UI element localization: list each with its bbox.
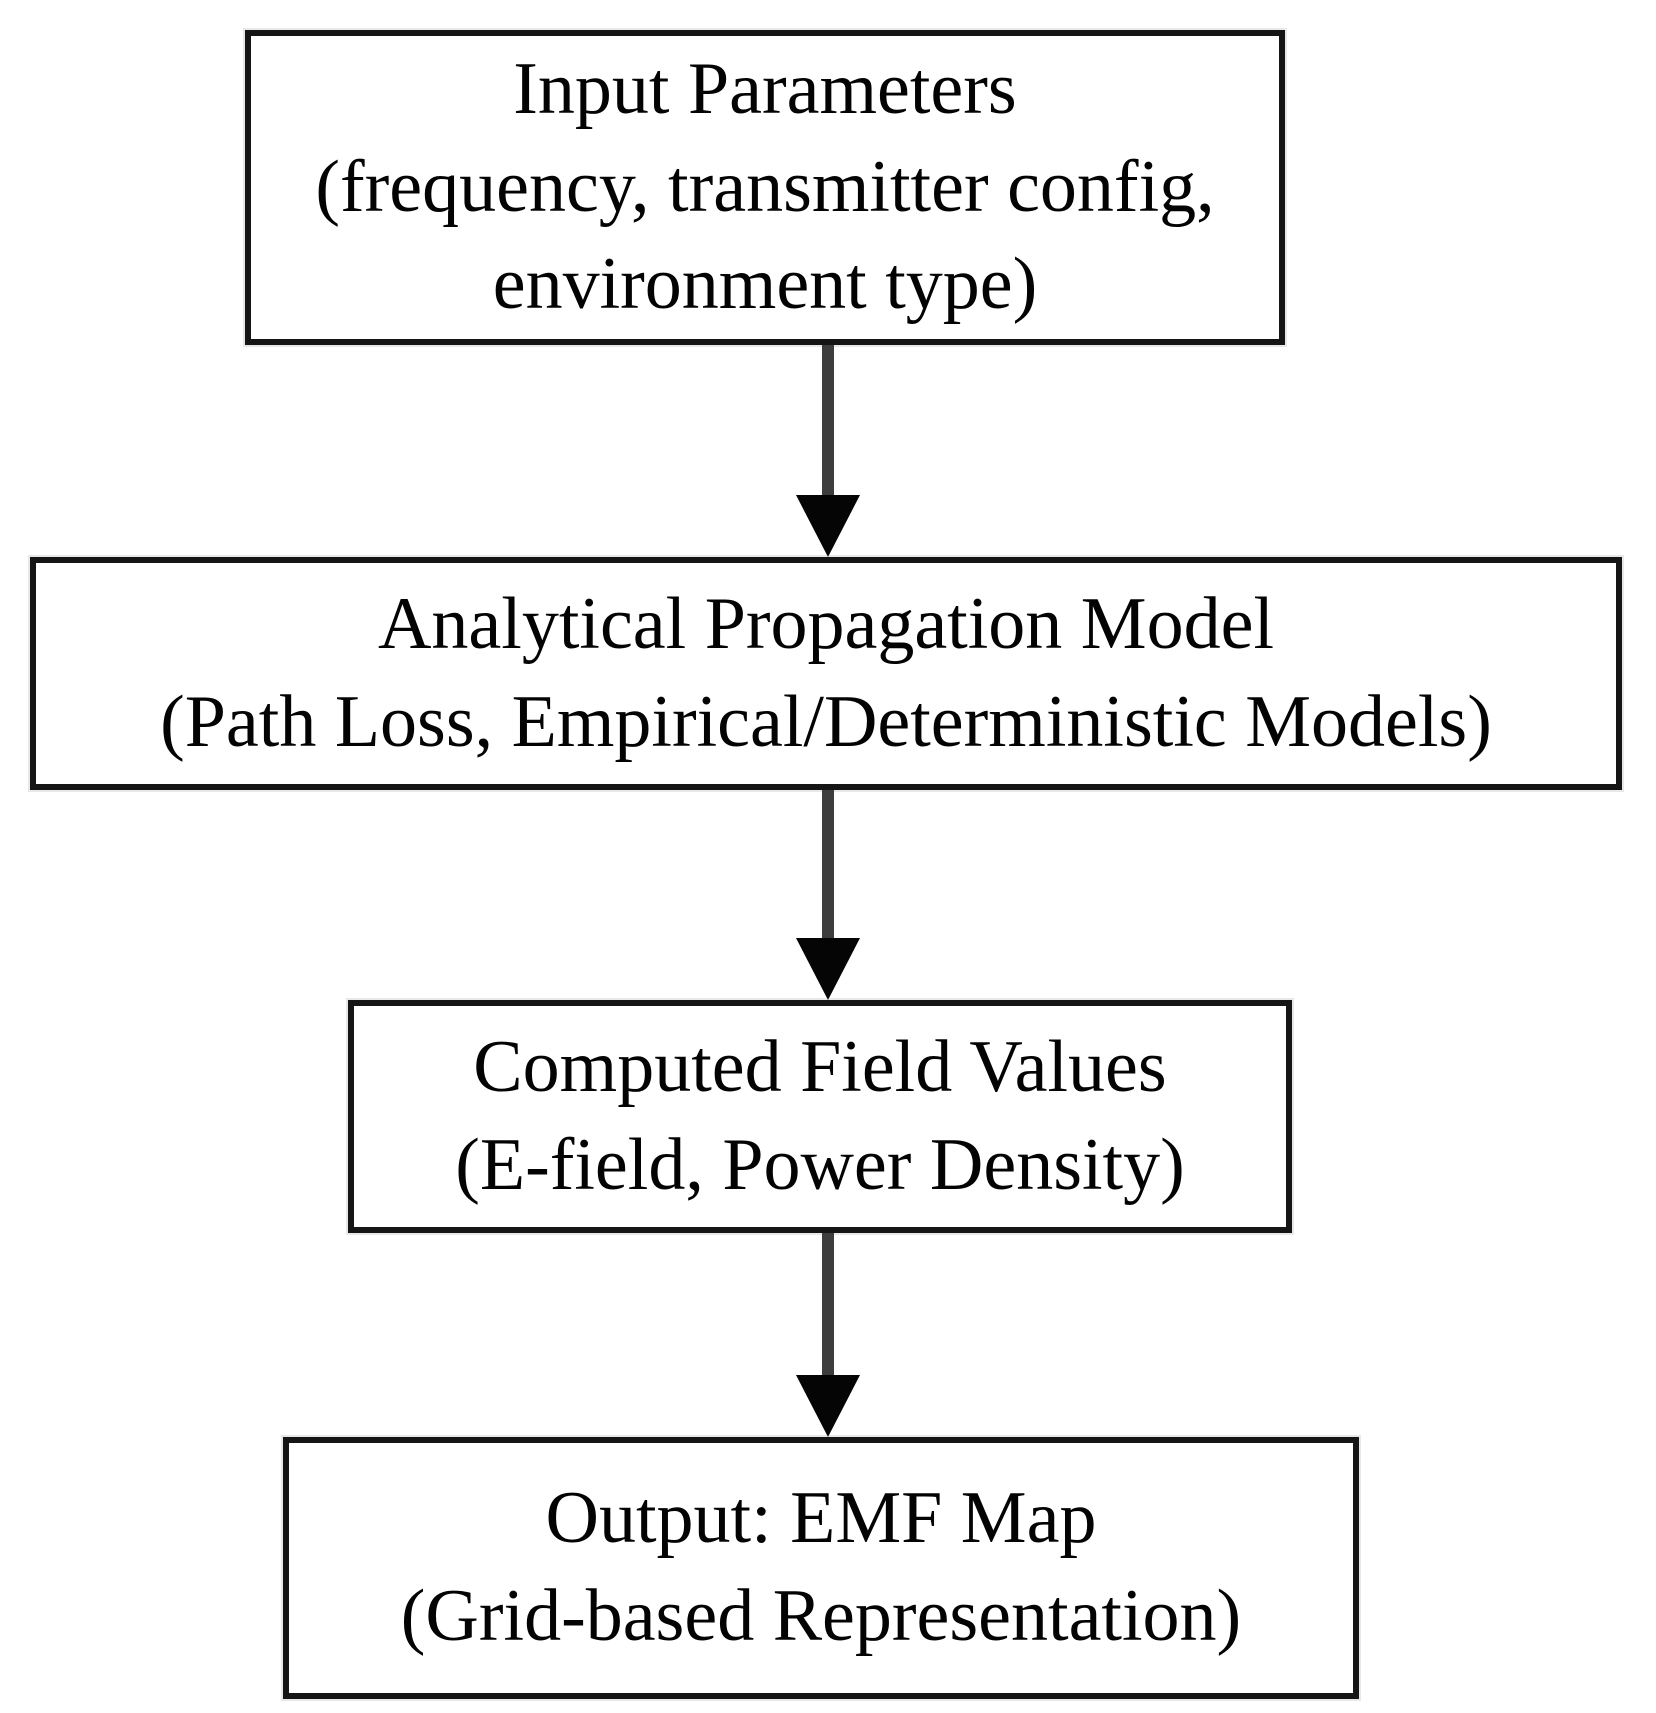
- arrow-down-3: [796, 1233, 860, 1437]
- arrow-line: [822, 1233, 834, 1375]
- arrow-line: [822, 345, 834, 495]
- arrow-down-1: [796, 345, 860, 557]
- node-output-emf-map: Output: EMF Map (Grid-based Representati…: [283, 1437, 1359, 1699]
- arrow-head-icon: [796, 938, 860, 1000]
- arrow-head-icon: [796, 1375, 860, 1437]
- node-text-line: Output: EMF Map: [545, 1477, 1097, 1560]
- arrow-line: [822, 790, 834, 938]
- node-text-line: (E-field, Power Density): [455, 1123, 1185, 1206]
- node-text-line: (Path Loss, Empirical/Deterministic Mode…: [160, 680, 1492, 763]
- node-text-line: (Grid-based Representation): [400, 1575, 1242, 1657]
- node-text-line: environment type): [492, 243, 1038, 326]
- arrow-head-icon: [796, 495, 860, 557]
- node-analytical-propagation-model: Analytical Propagation Model (Path Loss,…: [30, 557, 1622, 790]
- node-text-line: Analytical Propagation Model: [377, 582, 1275, 665]
- arrow-down-2: [796, 790, 860, 1000]
- node-input-parameters: Input Parameters (frequency, transmitter…: [245, 30, 1285, 345]
- node-computed-field-values: Computed Field Values (E-field, Power De…: [348, 1000, 1292, 1233]
- node-text-line: (frequency, transmitter config,: [315, 145, 1215, 228]
- node-text-line: Input Parameters: [513, 47, 1017, 130]
- node-text-line: Computed Field Values: [473, 1025, 1167, 1108]
